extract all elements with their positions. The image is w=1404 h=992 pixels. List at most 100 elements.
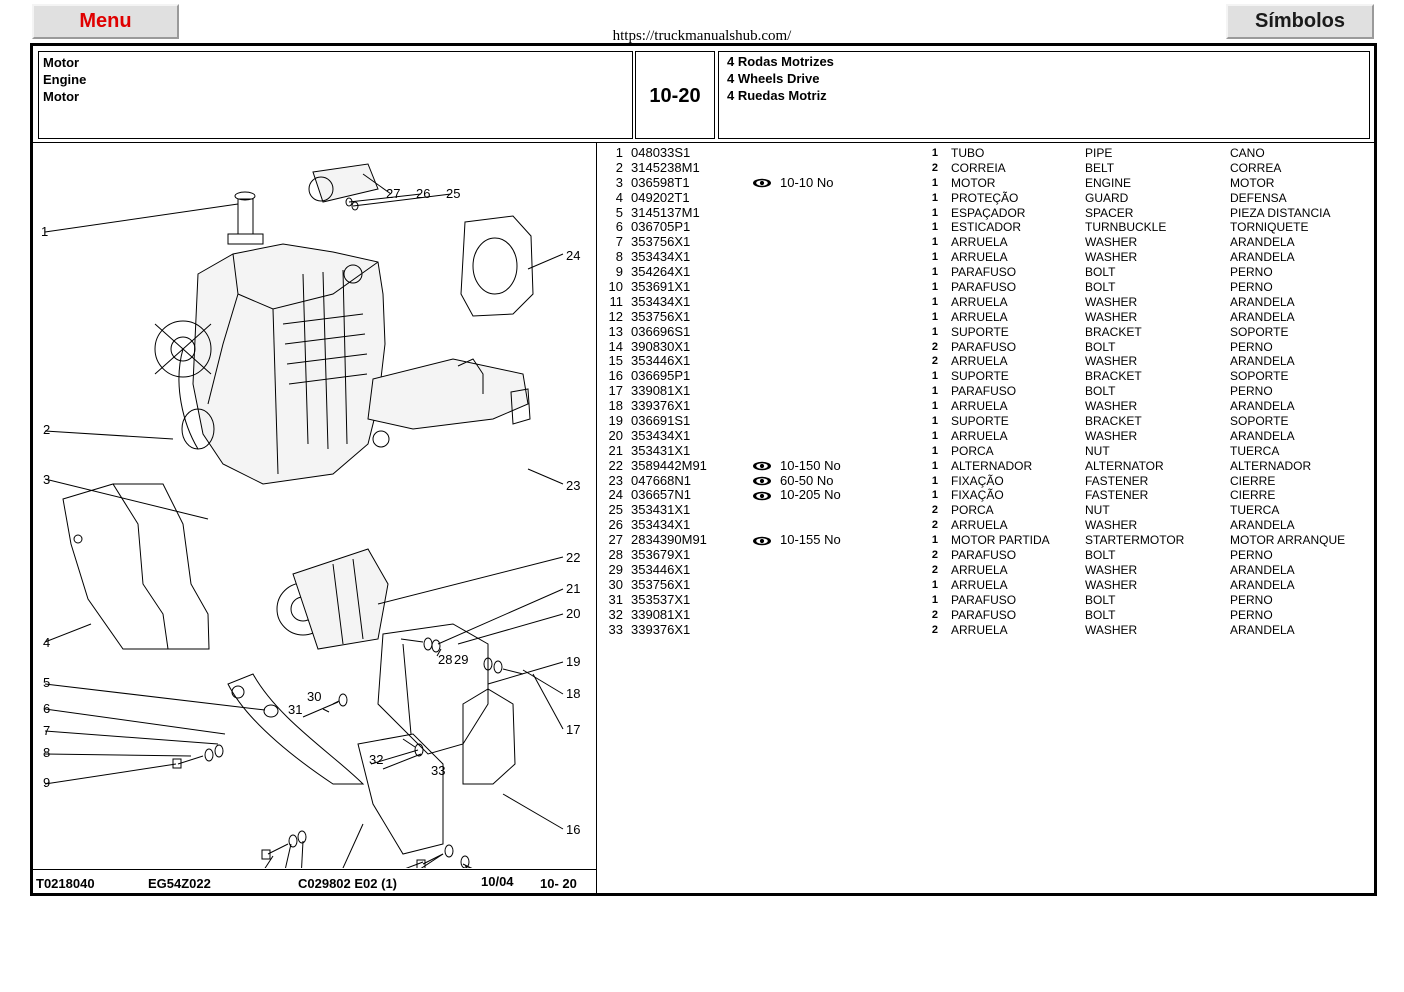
eye-icon: [753, 536, 771, 545]
description-pt: ARRUELA: [951, 577, 1008, 592]
cross-reference[interactable]: 10-150 No: [752, 458, 841, 474]
part-position: 30: [608, 576, 623, 592]
part-quantity: 1: [931, 489, 938, 502]
part-position: 10: [608, 279, 623, 295]
description-en: WASHER: [1085, 354, 1138, 369]
part-quantity: 1: [931, 295, 938, 308]
description-pt: PARAFUSO: [951, 592, 1017, 607]
part-position: 15: [608, 353, 623, 369]
drive-en: 4 Wheels Drive: [727, 71, 820, 86]
description-es: PERNO: [1230, 607, 1273, 622]
cross-reference[interactable]: 10-155 No: [752, 532, 841, 548]
description-es: ARANDELA: [1230, 309, 1295, 324]
cross-reference[interactable]: 10-10 No: [752, 175, 833, 191]
description-es: PERNO: [1230, 280, 1273, 295]
description-es: ARANDELA: [1230, 250, 1295, 265]
description-en: WASHER: [1085, 577, 1138, 592]
description-pt: FIXAÇÃO: [951, 473, 1004, 488]
part-number: 036657N1: [631, 487, 691, 503]
description-es: PERNO: [1230, 548, 1273, 563]
callout-number: 23: [566, 478, 580, 493]
description-pt: CORREIA: [951, 160, 1006, 175]
callout-labels: 1234567891011121314151415161718192021222…: [41, 186, 580, 837]
eye-icon: [753, 491, 771, 501]
part-quantity: 1: [931, 578, 938, 591]
description-pt: MOTOR: [951, 175, 996, 190]
part-quantity: 1: [931, 385, 938, 398]
symbols-button[interactable]: Símbolos: [1226, 4, 1374, 39]
description-pt: ARRUELA: [951, 562, 1008, 577]
description-en: WASHER: [1085, 622, 1138, 637]
part-quantity: 1: [931, 281, 938, 294]
part-quantity: 1: [931, 459, 938, 472]
description-pt: PARAFUSO: [951, 607, 1017, 622]
callout-number: 29: [454, 652, 468, 667]
description-es: PERNO: [1230, 265, 1273, 280]
part-position: 25: [608, 502, 623, 518]
description-en: ENGINE: [1085, 175, 1132, 190]
part-quantity: 2: [931, 340, 938, 353]
description-en: BRACKET: [1085, 324, 1142, 339]
part-quantity: 2: [931, 519, 938, 532]
reference-text: 10-155 No: [780, 532, 841, 548]
part-number: 047668N1: [631, 472, 691, 488]
callout-number: 8: [43, 745, 50, 760]
callout-number: 30: [307, 689, 321, 704]
description-pt: TUBO: [951, 146, 985, 160]
description-es: ARANDELA: [1230, 354, 1295, 369]
part-position: 18: [608, 398, 623, 414]
description-pt: ESPAÇADOR: [951, 205, 1026, 220]
part-position: 27: [608, 532, 623, 548]
cross-reference[interactable]: 60-50 No: [752, 473, 833, 489]
description-pt: PROTEÇÃO: [951, 190, 1019, 205]
section-code-box: 10-20: [635, 51, 715, 139]
part-number: 3589442M91: [631, 457, 707, 473]
source-url[interactable]: https://truckmanualshub.com/: [612, 28, 792, 44]
description-es: ARANDELA: [1230, 577, 1295, 592]
part-number: 390830X1: [631, 338, 691, 354]
part-quantity: 2: [931, 549, 938, 562]
diagram-artwork: [44, 163, 564, 868]
part-quantity: 1: [931, 236, 938, 249]
description-pt: PORCA: [951, 443, 994, 458]
drive-es: 4 Ruedas Motriz: [727, 88, 827, 103]
part-quantity: 1: [931, 370, 938, 383]
description-en: BOLT: [1085, 339, 1116, 354]
description-en: BRACKET: [1085, 369, 1142, 384]
description-es: ARANDELA: [1230, 294, 1295, 309]
footer-code-2: EG54Z022: [148, 876, 211, 891]
part-position: 22: [608, 457, 623, 473]
description-pt: ARRUELA: [951, 309, 1008, 324]
callout-number: 28: [438, 652, 452, 667]
part-number: 036691S1: [631, 413, 691, 429]
part-number: 353434X1: [631, 249, 691, 265]
part-position: 32: [608, 606, 623, 622]
part-quantity: 1: [931, 191, 938, 204]
part-position: 26: [608, 517, 623, 533]
part-number: 036598T1: [631, 174, 690, 190]
description-en: WASHER: [1085, 428, 1138, 443]
cross-reference[interactable]: 10-205 No: [752, 488, 841, 503]
part-quantity: 1: [931, 415, 938, 428]
part-number: 353446X1: [631, 561, 691, 577]
part-position: 28: [608, 547, 623, 563]
menu-button[interactable]: Menu: [32, 4, 179, 39]
part-position: 14: [608, 338, 623, 354]
part-position: 6: [615, 219, 623, 235]
part-position: 19: [608, 413, 623, 429]
part-position: 31: [608, 591, 623, 607]
description-en: WASHER: [1085, 294, 1138, 309]
description-es: MOTOR ARRANQUE: [1230, 533, 1346, 548]
part-position: 3: [615, 174, 623, 190]
description-pt: SUPORTE: [951, 369, 1009, 384]
description-en: SPACER: [1085, 205, 1134, 220]
